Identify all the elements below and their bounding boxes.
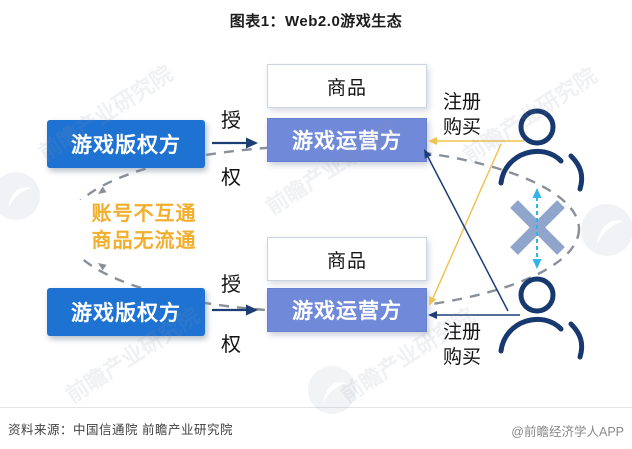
barrier-note-line1: 账号不互通 (91, 203, 197, 225)
operator-box-bottom: 游戏运营方 (267, 288, 427, 332)
purchase-label-top: 购买 (443, 117, 482, 138)
userB-register-arrow-bottom-operator (428, 311, 520, 319)
product-box-top: 商品 (267, 64, 427, 108)
authorize-label-top-char1: 授 (221, 110, 241, 132)
x-cross-icon (510, 200, 565, 255)
user-icon-bottom (498, 276, 585, 360)
watermark-logo-icon (0, 172, 40, 220)
publisher-box-bottom: 游戏版权方 (47, 288, 205, 336)
purchase-label-bottom: 购买 (443, 347, 482, 368)
operator-box-top: 游戏运营方 (267, 118, 427, 162)
dashed-double-arrow-icon (532, 188, 542, 269)
watermark-logo-icon (581, 204, 632, 256)
userB-register-arrow-top-operator (424, 149, 509, 312)
authorize-arrow-bottom-icon (212, 304, 258, 316)
register-label-top: 注册 (443, 92, 482, 113)
register-purchase-label-bottom: 注册 购买 (443, 320, 497, 370)
product-box-bottom: 商品 (267, 237, 427, 281)
authorize-label-bottom-char2: 权 (221, 334, 241, 356)
register-label-bottom: 注册 (443, 322, 482, 343)
loop-arrowhead-upper-icon (98, 186, 107, 194)
user-icon-top (498, 108, 585, 192)
publisher-box-top: 游戏版权方 (47, 120, 205, 168)
footer-divider (0, 407, 632, 408)
figure-title: 图表1：Web2.0游戏生态 (229, 13, 403, 30)
authorize-arrow-top-icon (212, 137, 258, 149)
authorize-label-top-char2: 权 (221, 167, 241, 189)
userA-register-arrow-bottom-operator (429, 143, 502, 306)
authorize-label-bottom-char1: 授 (221, 274, 241, 296)
register-purchase-label-top: 注册 购买 (443, 90, 497, 140)
loop-arrowhead-lower-icon (98, 263, 107, 271)
source-note: 资料来源：中国信通院 前瞻产业研究院 (8, 423, 233, 437)
barrier-note-line2: 商品无流通 (91, 230, 197, 252)
credit-note: @前瞻经济学人APP (511, 425, 624, 439)
barrier-note: 账号不互通 商品无流通 (58, 200, 230, 256)
